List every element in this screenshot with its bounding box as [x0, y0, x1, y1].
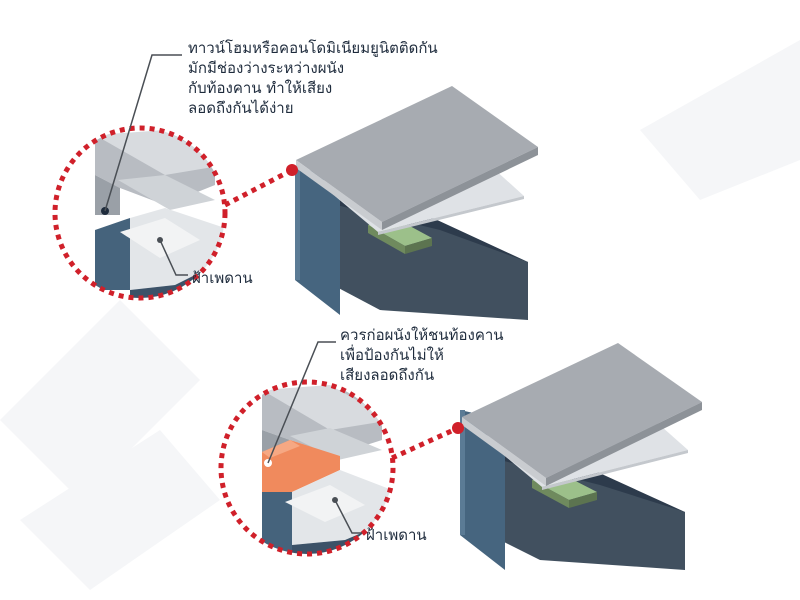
unit-1-model — [295, 86, 538, 320]
leader-line-ceiling-1 — [159, 239, 188, 276]
connector-2 — [390, 425, 460, 461]
callout-2-line-1: ควรก่อผนังให้ชนท้องคาน — [340, 326, 504, 344]
connector-dot-1 — [286, 164, 298, 176]
callout-2-line-2: เพื่อป้องกันไม่ให้ — [340, 346, 444, 364]
ceiling-label-2: ฝ้าเพดาน — [366, 526, 427, 544]
leader-line-ceiling-2 — [334, 499, 362, 534]
callout-2-line-3: เสียงลอดถึงกัน — [340, 366, 435, 384]
callout-1-line-4: ลอดถึงกันได้ง่าย — [188, 99, 294, 117]
unit-1-slab — [296, 86, 538, 222]
unit-2-wall — [460, 410, 505, 570]
callout-1-line-1: ทาวน์โฮมหรือคอนโดมิเนียมยูนิตติดกัน — [188, 39, 438, 57]
callout-1-line-3: กับท้องคาน ทำให้เสียง — [188, 79, 333, 97]
zoom-circle-2 — [218, 379, 396, 557]
ceiling-label-1: ฝ้าเพดาน — [192, 269, 253, 287]
leader-line-2 — [267, 341, 336, 464]
unit-1-wall — [295, 168, 340, 315]
callout-1-line-2: มักมีช่องว่างระหว่างผนัง — [188, 59, 345, 77]
background-watermark — [0, 40, 800, 590]
leader-line-1 — [104, 54, 182, 212]
zoom-circle-1 — [52, 125, 228, 301]
connector-1 — [223, 167, 294, 208]
unit-2-model — [460, 343, 702, 570]
callout-text-1: ทาวน์โฮมหรือคอนโดมิเนียมยูนิตติดกัน มักม… — [188, 38, 438, 118]
callout-text-2: ควรก่อผนังให้ชนท้องคาน เพื่อป้องกันไม่ให… — [340, 325, 504, 385]
unit-2-slab — [462, 343, 702, 478]
connector-dot-2 — [452, 422, 464, 434]
